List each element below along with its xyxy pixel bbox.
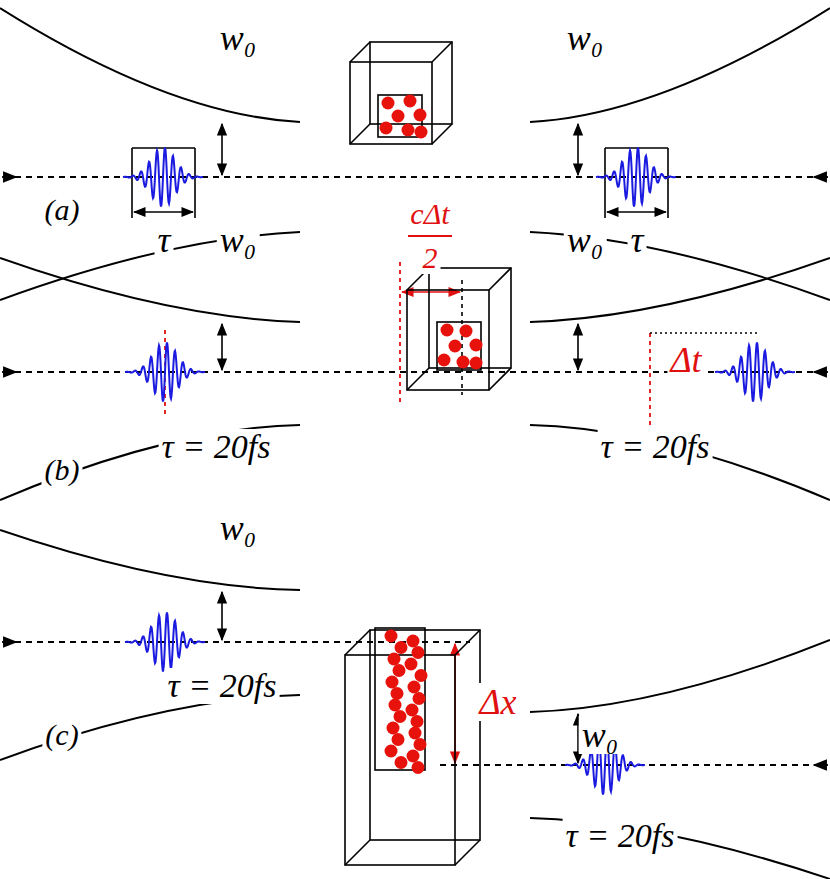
optical-axes [4, 177, 826, 765]
laser-pulses [123, 147, 795, 794]
beam-waist-label: w₀ [564, 221, 607, 259]
laser-pulse [715, 342, 795, 401]
particle [414, 738, 427, 751]
panel-label: (a) [42, 194, 83, 226]
particle [406, 704, 419, 717]
particle [414, 109, 427, 122]
box-front [345, 655, 455, 865]
particle [405, 658, 418, 671]
particle [470, 357, 483, 370]
particle [394, 710, 407, 723]
box-front [407, 290, 489, 390]
box-edges [345, 630, 480, 865]
laser-pulse [125, 342, 205, 401]
pulse-duration-label: τ [628, 221, 647, 259]
particle [409, 727, 422, 740]
particle [412, 761, 425, 774]
laser-pulse [123, 147, 203, 206]
direction-arrows [2, 177, 828, 765]
particle [460, 325, 473, 338]
particle [407, 635, 420, 648]
particle [457, 356, 470, 369]
particle [389, 699, 402, 712]
particle [411, 715, 424, 728]
particle [392, 110, 405, 123]
beam-waist-label: w₀ [217, 221, 260, 259]
particle [391, 687, 404, 700]
box-front [350, 62, 432, 144]
particle [385, 745, 398, 758]
particle [412, 646, 425, 659]
particles [380, 95, 483, 775]
time-delay-label: Δt [667, 341, 704, 379]
particle [395, 641, 408, 654]
particle [404, 95, 417, 108]
particle [387, 722, 400, 735]
particle [407, 750, 420, 763]
panel-label: (c) [42, 719, 81, 751]
pulse-duration-label: τ = 20fs [165, 668, 280, 704]
beam-waist-label: w₀ [579, 716, 622, 754]
sample-boxes [345, 42, 511, 865]
delay-numerator: cΔt [407, 198, 452, 230]
beam-waist-label: w₀ [217, 19, 260, 57]
particle [385, 630, 398, 643]
particle [441, 324, 454, 337]
particle [413, 692, 426, 705]
box-edges [407, 268, 511, 390]
particle [382, 97, 395, 110]
pulse-duration-label: τ = 20fs [598, 429, 713, 465]
pulse-duration-label: τ [155, 221, 174, 259]
box-back [429, 268, 511, 368]
panel-label: (b) [42, 454, 83, 486]
particle [395, 756, 408, 769]
particle [386, 676, 399, 689]
delay-denominator: 2 [420, 242, 441, 274]
pulse-duration-label: τ = 20fs [563, 818, 678, 854]
duration-brackets [132, 148, 668, 218]
particle [380, 122, 393, 135]
particle [438, 354, 451, 367]
laser-pulse [596, 147, 676, 206]
beam-outlines [0, 8, 830, 879]
particle [470, 339, 483, 352]
pulse-duration-label: τ = 20fs [159, 429, 274, 465]
particle [392, 733, 405, 746]
particle [449, 340, 462, 353]
particle [402, 124, 415, 137]
particle [415, 126, 428, 139]
beam-waist-label: w₀ [564, 19, 607, 57]
particle [388, 653, 401, 666]
laser-pulse [125, 612, 205, 671]
offset-label: Δx [476, 683, 519, 721]
particle [408, 681, 421, 694]
beam-waist-label: w₀ [217, 509, 260, 547]
particle [393, 664, 406, 677]
particle [415, 669, 428, 682]
box-edges [350, 42, 452, 144]
delay-markers [165, 236, 760, 763]
